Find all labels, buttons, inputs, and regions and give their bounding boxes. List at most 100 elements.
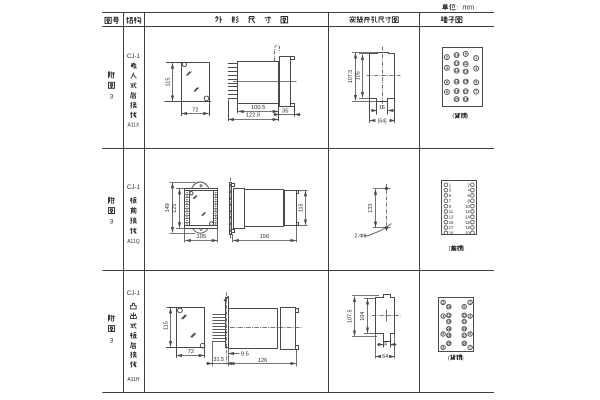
svg-text:15: 15 <box>449 220 454 225</box>
svg-text:3: 3 <box>475 67 477 71</box>
svg-text::: : <box>457 5 459 12</box>
svg-text:9: 9 <box>463 305 465 309</box>
svg-text:9.5: 9.5 <box>241 351 249 357</box>
svg-text:5: 5 <box>469 332 471 336</box>
svg-text:9: 9 <box>465 52 467 56</box>
svg-text:17: 17 <box>462 334 466 338</box>
svg-text:CJ-1: CJ-1 <box>127 53 141 60</box>
svg-text:115: 115 <box>163 321 169 330</box>
svg-text:133: 133 <box>368 204 374 213</box>
svg-text:16: 16 <box>383 341 388 346</box>
svg-text:): ) <box>466 114 468 120</box>
svg-text:11: 11 <box>463 314 467 318</box>
svg-text:125: 125 <box>172 204 178 213</box>
svg-text:8: 8 <box>446 90 448 94</box>
svg-text:20: 20 <box>455 97 459 101</box>
svg-text:12: 12 <box>465 209 470 214</box>
svg-text:4: 4 <box>442 314 444 318</box>
svg-text:10: 10 <box>465 204 470 209</box>
svg-text:A11X: A11X <box>127 123 140 129</box>
svg-text:11: 11 <box>449 209 454 214</box>
svg-text:3: 3 <box>449 188 452 193</box>
svg-text:2: 2 <box>446 55 448 59</box>
svg-text:31.5: 31.5 <box>214 357 225 363</box>
svg-text:19: 19 <box>462 342 466 346</box>
svg-text:14: 14 <box>465 214 470 219</box>
svg-text:A11Q: A11Q <box>127 239 140 245</box>
svg-text:149: 149 <box>165 203 171 212</box>
svg-text:105: 105 <box>196 234 206 240</box>
svg-text:): ) <box>462 355 464 361</box>
svg-text:17: 17 <box>449 225 454 230</box>
svg-text:(: ( <box>448 355 450 361</box>
svg-text:CJ-1: CJ-1 <box>127 290 141 297</box>
svg-text:3: 3 <box>110 93 114 100</box>
svg-text:2: 2 <box>442 301 444 305</box>
svg-text:3: 3 <box>469 314 471 318</box>
svg-text:1: 1 <box>475 56 477 60</box>
svg-text:115: 115 <box>298 204 304 213</box>
svg-text:14: 14 <box>455 69 459 73</box>
svg-text:15: 15 <box>462 327 466 331</box>
svg-text:18: 18 <box>455 89 459 93</box>
svg-text:mm: mm <box>462 5 474 12</box>
svg-text:115: 115 <box>165 78 171 87</box>
svg-text:64: 64 <box>382 354 388 360</box>
svg-text:17: 17 <box>464 90 468 94</box>
svg-text:7: 7 <box>475 90 477 94</box>
svg-text:20: 20 <box>465 230 470 235</box>
svg-text:16: 16 <box>465 220 470 225</box>
svg-text:16: 16 <box>447 327 451 331</box>
svg-text:5: 5 <box>449 193 452 198</box>
svg-text:5: 5 <box>475 81 477 85</box>
svg-text:14: 14 <box>447 320 451 324</box>
svg-text:(: ( <box>452 114 454 120</box>
svg-text:6: 6 <box>442 332 444 336</box>
svg-text:16: 16 <box>455 80 459 84</box>
svg-text:6: 6 <box>446 81 448 85</box>
svg-text:6: 6 <box>468 193 471 198</box>
svg-text:11: 11 <box>464 62 468 66</box>
svg-text:3: 3 <box>110 337 114 344</box>
svg-text:19: 19 <box>464 97 468 101</box>
svg-text:18: 18 <box>465 225 470 230</box>
svg-text:13: 13 <box>462 320 466 324</box>
svg-text:16: 16 <box>379 105 385 111</box>
svg-text:9: 9 <box>449 204 452 209</box>
svg-text:105: 105 <box>355 71 361 80</box>
svg-text:8: 8 <box>442 346 444 350</box>
svg-text:72: 72 <box>188 349 194 355</box>
svg-text:4: 4 <box>468 188 471 193</box>
svg-text:104: 104 <box>360 312 366 321</box>
svg-text:122.5: 122.5 <box>246 113 261 119</box>
svg-text:A11H: A11H <box>127 377 140 383</box>
svg-text:107.5: 107.5 <box>348 70 354 84</box>
svg-text:107.5: 107.5 <box>347 309 353 323</box>
svg-text:12: 12 <box>447 314 451 318</box>
svg-text:13: 13 <box>464 70 468 74</box>
svg-text:20: 20 <box>447 342 451 346</box>
svg-text:7: 7 <box>449 198 452 203</box>
svg-text:8: 8 <box>468 198 471 203</box>
svg-text:7: 7 <box>469 346 471 350</box>
svg-text:13: 13 <box>449 214 454 219</box>
svg-text:12: 12 <box>455 61 459 65</box>
svg-text:100.5: 100.5 <box>251 105 266 111</box>
svg-text:18: 18 <box>447 334 451 338</box>
svg-text:10: 10 <box>455 53 459 57</box>
svg-text:4: 4 <box>446 66 448 70</box>
svg-text:19: 19 <box>449 230 454 235</box>
svg-text:126: 126 <box>258 358 268 364</box>
svg-text:[64]: [64] <box>378 118 387 124</box>
svg-text:2: 2 <box>468 182 471 187</box>
svg-text:15: 15 <box>464 80 468 84</box>
svg-text:2-Φ6: 2-Φ6 <box>354 234 366 240</box>
svg-text:3: 3 <box>110 218 114 225</box>
svg-text:CJ-1: CJ-1 <box>127 184 141 191</box>
svg-text:): ) <box>463 246 465 252</box>
svg-text:1: 1 <box>449 182 452 187</box>
svg-text:10: 10 <box>447 305 451 309</box>
svg-text:(: ( <box>449 246 451 252</box>
svg-text:35: 35 <box>282 108 288 114</box>
svg-text:1: 1 <box>469 301 471 305</box>
